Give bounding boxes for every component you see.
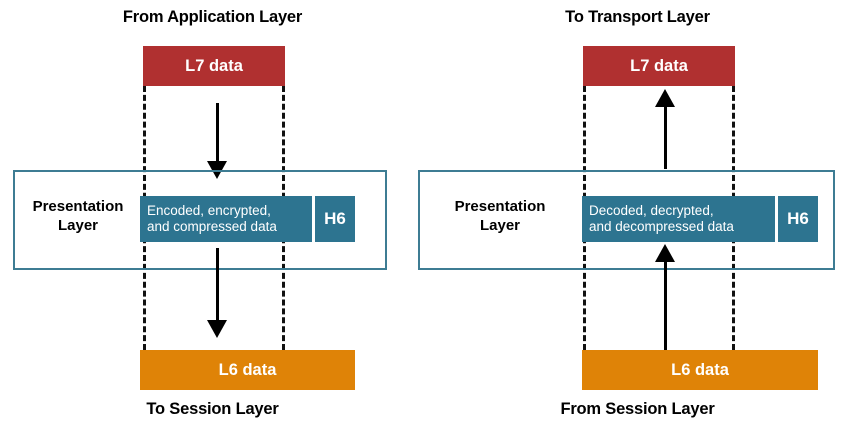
- right-pdu: Decoded, decrypted, and decompressed dat…: [582, 196, 818, 242]
- left-l6-data-block: L6 data: [140, 350, 355, 390]
- right-arrow-head-lower: [655, 244, 675, 262]
- left-l6-data-label: L6 data: [218, 360, 277, 379]
- right-presentation-layer-name: Presentation Layer: [425, 198, 575, 236]
- left-arrow-shaft-lower: [216, 248, 219, 322]
- left-l7-data-label: L7 data: [185, 56, 243, 75]
- right-arrow-head-upper: [655, 89, 675, 107]
- right-l6-data-label: L6 data: [671, 360, 729, 379]
- left-l7-data-block: L7 data: [143, 46, 285, 86]
- right-arrow-shaft-lower: [664, 262, 667, 350]
- left-presentation-layer-box: [13, 170, 387, 270]
- left-presentation-layer-name: Presentation Layer: [18, 198, 138, 236]
- right-header-caption: To Transport Layer: [565, 8, 710, 26]
- left-arrow-head-lower: [207, 320, 227, 338]
- left-pdu-divider: [312, 196, 315, 242]
- right-layer-name-line2: Layer: [479, 216, 521, 234]
- left-layer-name-line1: Presentation: [32, 198, 124, 215]
- right-pdu-data-field: Decoded, decrypted, and decompressed dat…: [582, 196, 775, 242]
- right-pdu-header-field: H6: [778, 196, 818, 242]
- left-pdu-data-field: Encoded, encrypted, and compressed data: [140, 196, 312, 242]
- left-flow-panel: From Application Layer L7 data Presentat…: [13, 8, 387, 418]
- left-arrow-shaft-upper: [216, 103, 219, 163]
- right-l7-data-label: L7 data: [630, 56, 688, 75]
- left-header-caption: From Application Layer: [122, 8, 303, 26]
- left-footer-caption: To Session Layer: [146, 400, 279, 418]
- right-footer-caption: From Session Layer: [560, 400, 715, 418]
- right-layer-name-line1: Presentation: [454, 198, 546, 215]
- right-l6-data-block: L6 data: [582, 350, 818, 390]
- left-layer-name-line2: Layer: [57, 216, 99, 234]
- right-presentation-layer-box: [418, 170, 835, 270]
- right-pdu-divider: [775, 196, 778, 242]
- right-arrow-shaft-upper: [664, 107, 667, 169]
- right-l7-data-block: L7 data: [583, 46, 735, 86]
- left-pdu: Encoded, encrypted, and compressed data …: [140, 196, 355, 242]
- left-pdu-header-field: H6: [315, 196, 355, 242]
- right-flow-panel: To Transport Layer L7 data Presentation …: [418, 0, 850, 441]
